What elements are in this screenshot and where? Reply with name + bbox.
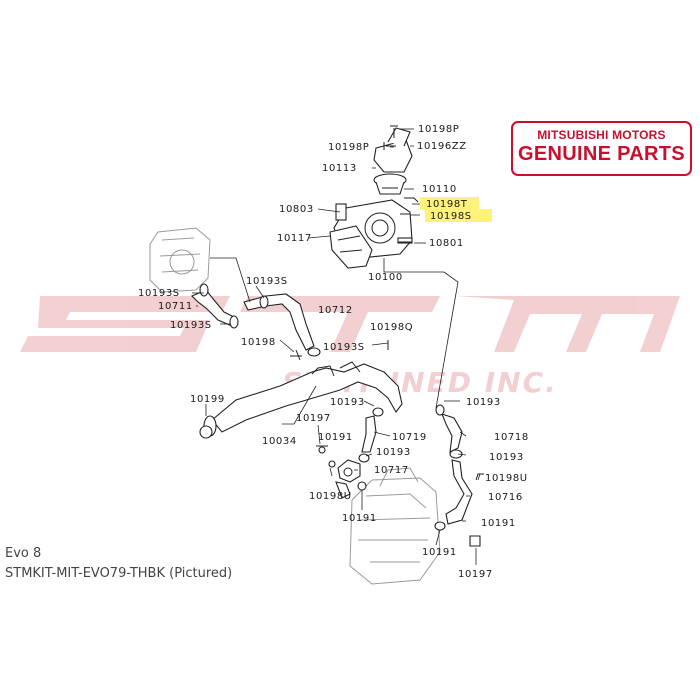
pipe-10716 xyxy=(434,459,484,547)
fitting-10717 xyxy=(335,459,361,499)
hose-10718 xyxy=(435,404,463,459)
label-10198Q: 10198Q xyxy=(370,322,413,333)
throttle-body-sketch xyxy=(149,227,211,293)
label-10198U-a: 10198U xyxy=(485,473,528,484)
clamps-left xyxy=(199,283,389,361)
bolts-top xyxy=(383,125,419,243)
label-10193S-c: 10193S xyxy=(170,320,212,331)
label-10198S-top: 10198S xyxy=(430,211,472,222)
label-10719: 10719 xyxy=(392,432,427,443)
label-10100: 10100 xyxy=(368,272,403,283)
caption-kit: STMKIT-MIT-EVO79-THBK (Pictured) xyxy=(5,566,233,581)
label-10191-d: 10191 xyxy=(422,547,457,558)
thermostat-housing xyxy=(329,199,413,269)
badge-title: GENUINE PARTS xyxy=(518,143,685,165)
leader-lines xyxy=(192,128,481,565)
label-10198T: 10198T xyxy=(426,199,468,210)
stm-watermark: STMTUNED INC. xyxy=(20,296,680,399)
label-10718: 10718 xyxy=(494,432,529,443)
label-10197-b: 10197 xyxy=(458,569,493,580)
label-10801: 10801 xyxy=(429,238,464,249)
label-10198: 10198 xyxy=(241,337,276,348)
label-10193S-a: 10193S xyxy=(246,276,288,287)
label-10193-b: 10193 xyxy=(466,397,501,408)
genuine-parts-badge: MITSUBISHI MOTORS GENUINE PARTS xyxy=(511,121,692,176)
label-10198P-left: 10198P xyxy=(328,142,369,153)
label-10193S-b: 10193S xyxy=(138,288,180,299)
label-10193S-d: 10193S xyxy=(323,342,365,353)
label-10196ZZ: 10196ZZ xyxy=(417,141,467,152)
label-10711: 10711 xyxy=(158,301,193,312)
label-10110: 10110 xyxy=(422,184,457,195)
water-outlet-fitting xyxy=(373,127,413,173)
label-10716: 10716 xyxy=(488,492,523,503)
small-fittings xyxy=(316,445,367,491)
caption-model: Evo 8 xyxy=(5,546,42,561)
badge-brand: MITSUBISHI MOTORS xyxy=(537,128,666,142)
label-10113: 10113 xyxy=(322,163,357,174)
highlight-10198S xyxy=(425,209,492,222)
label-10712: 10712 xyxy=(318,305,353,316)
label-10197-a: 10197 xyxy=(296,413,331,424)
label-10199: 10199 xyxy=(190,394,225,405)
label-10193-c: 10193 xyxy=(376,447,411,458)
thermostat xyxy=(373,173,407,195)
label-10117: 10117 xyxy=(277,233,312,244)
label-10803: 10803 xyxy=(279,204,314,215)
label-10198U-b: 10198U xyxy=(309,491,352,502)
hose-10719 xyxy=(358,407,384,463)
label-10191-b: 10191 xyxy=(342,513,377,524)
label-10198P-top: 10198P xyxy=(418,124,459,135)
highlight-10198T xyxy=(420,197,479,210)
label-10193-a: 10193 xyxy=(330,397,365,408)
part-labels: 10198P 10198P 10196ZZ 10113 10110 10803 … xyxy=(138,124,529,580)
engine-block-sketch xyxy=(349,467,441,585)
label-10034: 10034 xyxy=(262,436,297,447)
label-10191-c: 10191 xyxy=(481,518,516,529)
label-10717: 10717 xyxy=(374,465,409,476)
label-10193-d: 10193 xyxy=(489,452,524,463)
water-pipe-10034 xyxy=(199,361,403,439)
label-10191-a: 10191 xyxy=(318,432,353,443)
